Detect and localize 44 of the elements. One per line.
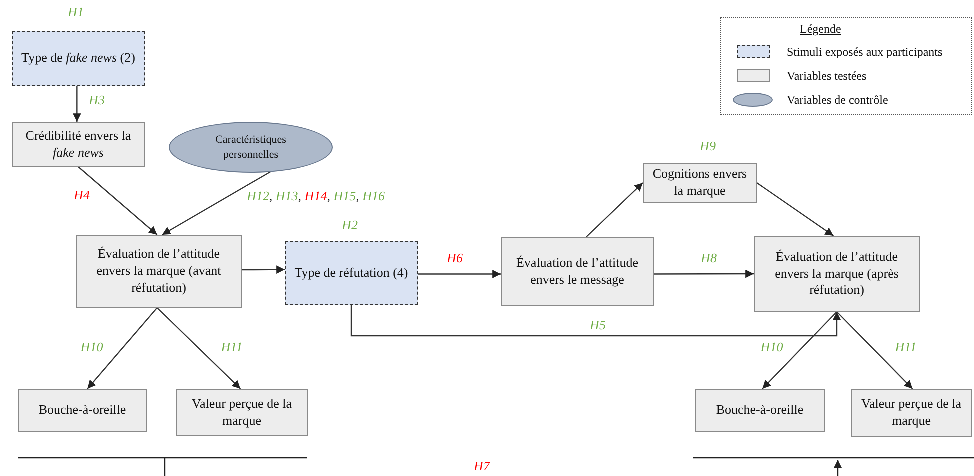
- node-label: Type de fake news (2): [22, 50, 136, 67]
- arrow: [87, 308, 158, 390]
- node-label: Caractéristiques personnelles: [214, 133, 288, 162]
- hypothesis-label: H2: [342, 216, 358, 234]
- legend-label: Variables de contrôle: [787, 92, 888, 109]
- arrow: [156, 308, 242, 390]
- node-label: Évaluation de l’attitude envers la marque (après réfutation): [774, 248, 900, 300]
- arrow: [762, 312, 838, 390]
- node-label: Bouche-à-oreille: [38, 402, 126, 419]
- arrow: [418, 270, 501, 278]
- stimulus-box: [285, 241, 418, 305]
- arrow: [836, 312, 914, 390]
- node-label: Valeur perçue de la marque: [191, 396, 293, 430]
- variable-box: [643, 163, 757, 203]
- node-label: Valeur perçue de la marque: [860, 396, 962, 430]
- arrow: [242, 266, 285, 274]
- variable-box: [501, 237, 654, 306]
- arrow: [586, 182, 644, 238]
- node-label: Bouche-à-oreille: [716, 402, 804, 419]
- variable-box: [12, 122, 145, 167]
- node-label: Évaluation de l’attitude envers le message: [515, 254, 640, 288]
- stimulus-box: [12, 31, 145, 86]
- legend-label: Stimuli exposés aux participants: [787, 44, 943, 61]
- arrow: [72, 86, 82, 122]
- variable-box: [18, 389, 147, 432]
- variable-box: [76, 235, 242, 308]
- arrow: [78, 166, 158, 236]
- arrow: [654, 270, 754, 278]
- variable-box: [851, 389, 972, 437]
- hypothesis-label: H7: [474, 457, 490, 476]
- node-label: Évaluation de l’attitude envers la marque (avant réfutation): [96, 246, 222, 297]
- variable-box: [176, 389, 308, 436]
- variable-box: [754, 236, 920, 312]
- node-label: Crédibilité envers la fake news: [24, 128, 132, 162]
- arrow: [162, 171, 271, 236]
- node-label: Cognitions envers la marque: [652, 166, 748, 200]
- node-label: Type de réfutation (4): [294, 264, 408, 282]
- hypothesis-label: H9: [700, 137, 716, 156]
- arrow: [350, 305, 842, 337]
- legend-title: Légende: [800, 21, 842, 38]
- variable-box: [695, 389, 825, 432]
- hypothesis-label: H1: [68, 3, 84, 22]
- legend-label: Variables testées: [787, 68, 867, 85]
- arrow: [756, 182, 834, 236]
